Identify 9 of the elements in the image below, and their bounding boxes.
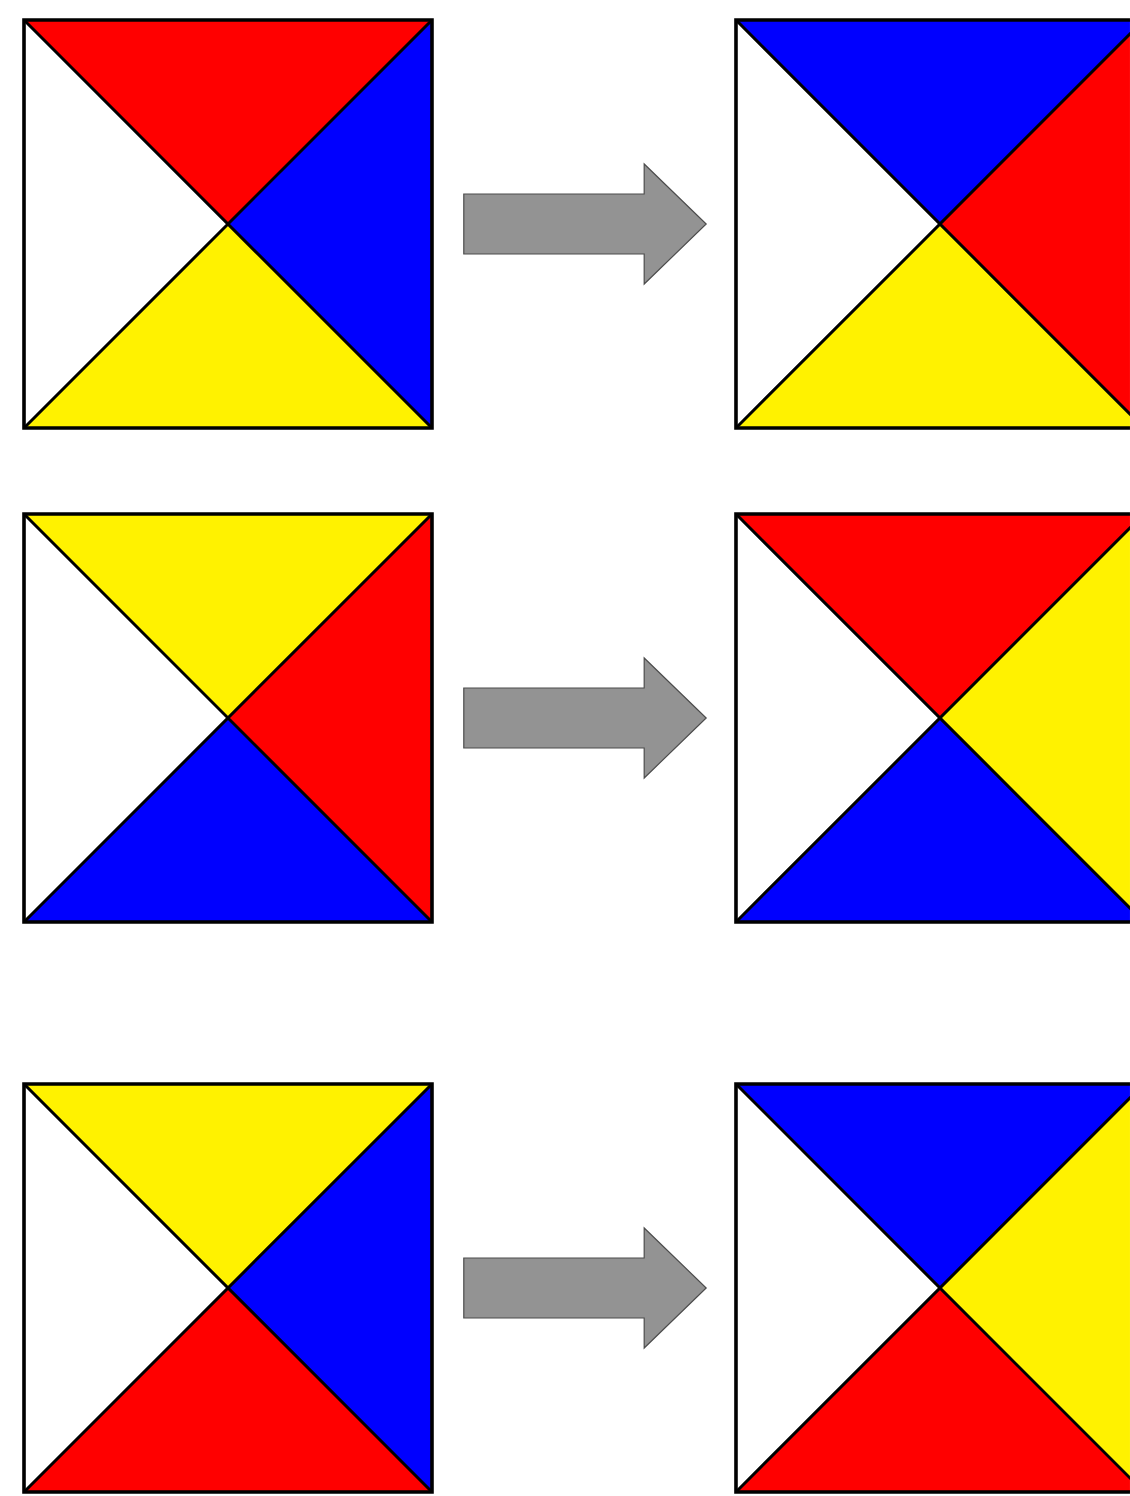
block-arrow [463,1226,708,1350]
square-drawing [734,18,1130,430]
block-arrow [463,656,708,780]
square-drawing [734,1082,1130,1494]
square-drawing [734,512,1130,924]
block-arrow [463,162,708,286]
square-drawing [22,1082,434,1494]
square-drawing [22,512,434,924]
square-drawing [22,18,434,430]
